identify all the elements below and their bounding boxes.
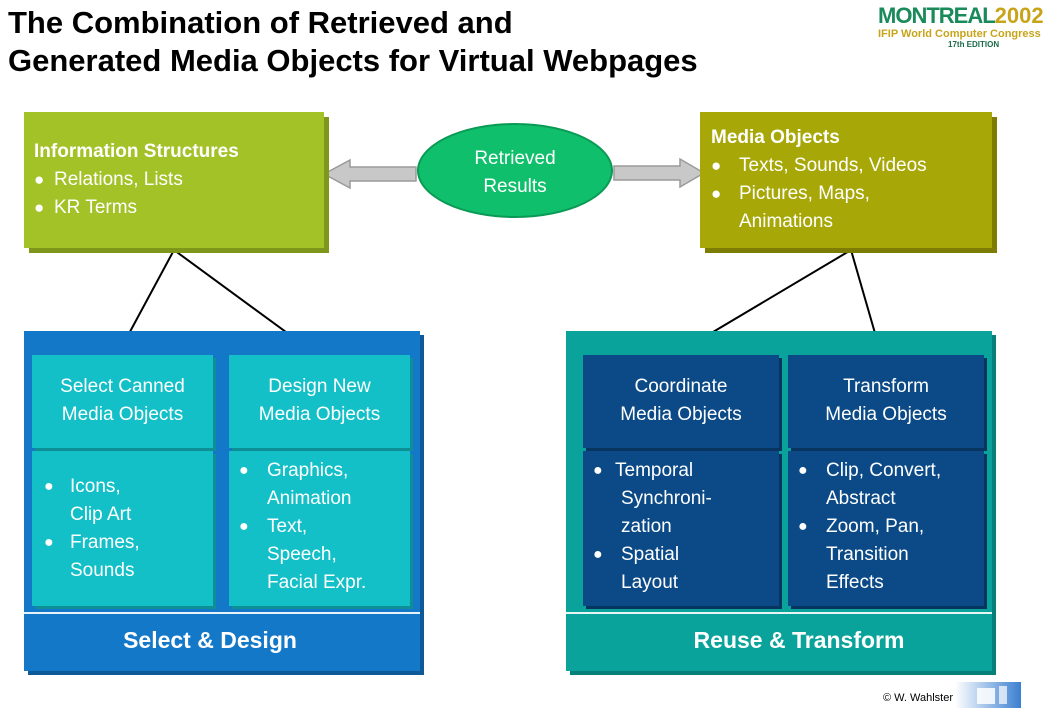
logo-subtitle: IFIP World Computer Congress [878, 28, 1041, 40]
item-text: Animation [267, 488, 352, 509]
media-item: ● Texts, Sounds, Videos [711, 152, 992, 180]
copyright-text: © W. Wahlster [882, 692, 953, 704]
media-item-label: Pictures, Maps, [739, 183, 870, 204]
list-item: ● Icons, Clip Art [44, 473, 213, 529]
bullet-icon: ● [593, 462, 603, 479]
ellipse-line-1: Retrieved [474, 148, 556, 169]
info-item: ● KR Terms [34, 194, 324, 222]
bullet-icon: ● [711, 156, 722, 175]
connector-lines [117, 157, 882, 355]
select-canned-body: ● Icons, Clip Art ● Frames, Sounds [32, 451, 213, 606]
item-text: Sounds [70, 560, 135, 581]
item-text: Frames, [70, 532, 140, 553]
item-text: Zoom, Pan, [826, 516, 925, 537]
list-item: ● Text, Speech, Facial Expr. [239, 513, 410, 597]
col-head-line: Coordinate [634, 376, 728, 397]
item-text: Temporal [615, 460, 694, 481]
item-text: zation [621, 516, 672, 537]
item-text: Spatial [621, 544, 680, 565]
retrieved-results-ellipse: Retrieved Results [417, 123, 613, 218]
media-objects-box: Media Objects ● Texts, Sounds, Videos ● Pi… [700, 112, 992, 248]
bullet-icon: ● [239, 518, 249, 535]
item-text: Clip Art [70, 504, 132, 525]
arrow-right-icon [613, 157, 706, 189]
media-heading: Media Objects [711, 127, 840, 148]
select-design-label: Select & Design [123, 627, 297, 653]
right-panel-divider [566, 612, 992, 614]
dfki-logo-icon [955, 682, 1021, 708]
col-head-line: Media Objects [825, 404, 947, 425]
item-text: Text, [267, 516, 308, 537]
bullet-icon: ● [34, 170, 45, 189]
title-line-1: The Combination of Retrieved and [8, 5, 513, 40]
item-text: Speech, [267, 544, 337, 565]
info-item-label: Relations, Lists [54, 169, 183, 190]
col-head-line: Media Objects [258, 404, 381, 425]
item-text: Facial Expr. [267, 572, 367, 593]
media-item: ● Pictures, Maps, [711, 180, 992, 208]
bullet-icon: ● [711, 184, 722, 203]
media-item-label: Animations [739, 211, 833, 232]
list-item: ● Graphics, Animation [239, 457, 410, 513]
item-text: Effects [826, 572, 884, 593]
left-panel-divider [24, 612, 420, 614]
col-head-line: Select Canned [60, 376, 185, 397]
reuse-transform-label: Reuse & Transform [693, 627, 905, 653]
bullet-icon: ● [593, 546, 603, 563]
col-head-line: Media Objects [61, 404, 184, 425]
montreal-logo: MONTREAL2002 IFIP World Computer Congres… [878, 3, 1044, 50]
col-head-line: Design New [268, 376, 371, 397]
arrow-left-icon [322, 158, 417, 190]
item-text: Synchroni- [621, 488, 712, 509]
logo-edition: 17th EDITION [948, 40, 1000, 49]
media-item-continued: Animations [711, 208, 992, 236]
info-item: ● Relations, Lists [34, 166, 324, 194]
logo-year: 2002 [994, 3, 1044, 28]
col-head-line: Transform [843, 376, 929, 397]
item-text: Layout [621, 572, 679, 593]
list-item: ● Clip, Convert, Abstract [798, 457, 984, 513]
information-structures-box: Information Structures ● Relations, Lists… [24, 112, 324, 248]
info-heading: Information Structures [34, 141, 239, 162]
bullet-icon: ● [239, 462, 249, 479]
item-text: Icons, [70, 476, 121, 497]
info-item-label: KR Terms [54, 197, 138, 218]
design-new-body: ● Graphics, Animation ● Text, Speech, Facial … [229, 451, 410, 606]
col-head-line: Media Objects [620, 404, 742, 425]
title-line-2: Generated Media Objects for Virtual Webp… [8, 43, 698, 78]
logo-brand: MONTREAL [878, 3, 996, 28]
bullet-icon: ● [44, 478, 54, 495]
bullet-icon: ● [44, 534, 54, 551]
bullet-icon: ● [798, 462, 808, 479]
bullet-icon: ● [34, 198, 45, 217]
item-text: Transition [826, 544, 909, 565]
bullet-icon: ● [798, 518, 808, 535]
ellipse-line-2: Results [483, 176, 547, 197]
list-item: ● Frames, Sounds [44, 529, 213, 585]
item-text: Graphics, [267, 460, 349, 481]
item-text: Clip, Convert, [826, 460, 942, 481]
item-text: Abstract [826, 488, 896, 509]
media-item-label: Texts, Sounds, Videos [739, 155, 927, 176]
slide-title: The Combination of Retrieved and Generat… [8, 4, 698, 80]
transform-body: ● Clip, Convert, Abstract ● Zoom, Pan, Trans… [788, 451, 984, 606]
